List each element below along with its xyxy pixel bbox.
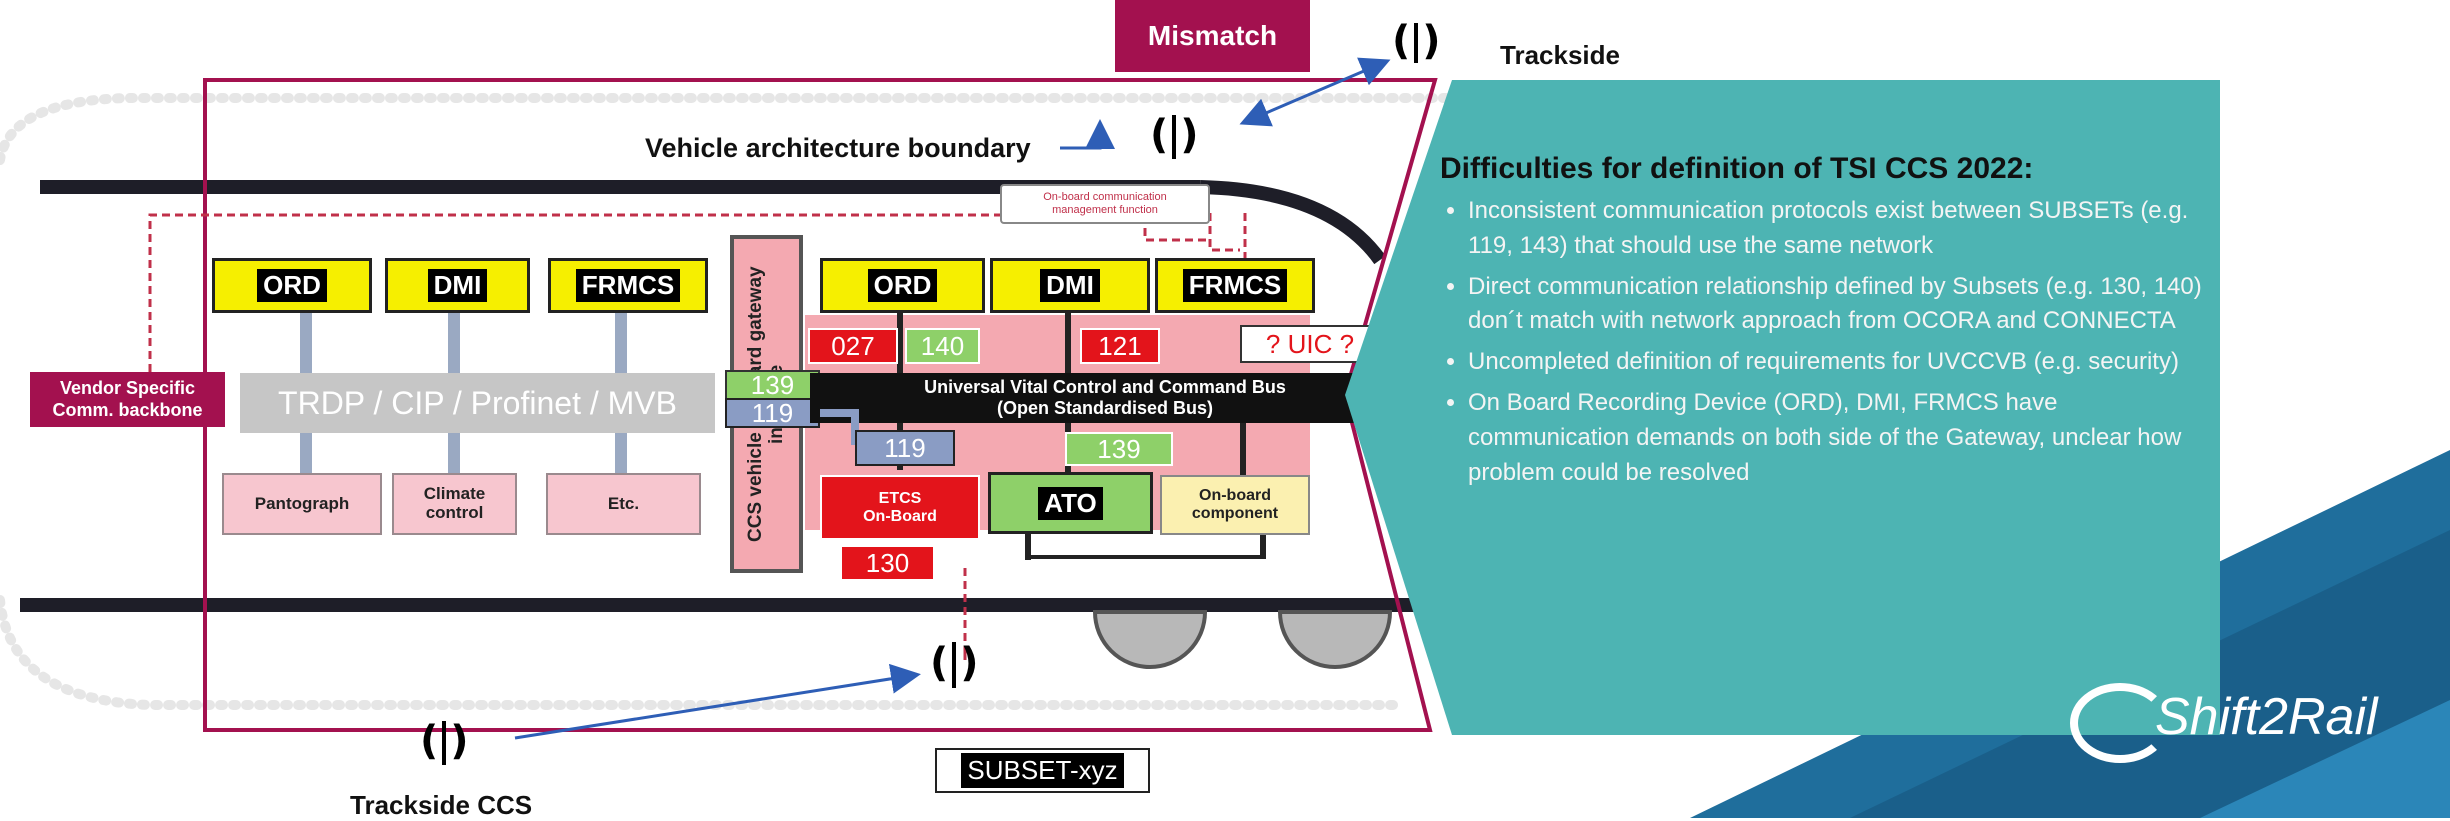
device-etc: Etc.: [546, 473, 701, 535]
subset-121: 121: [1080, 328, 1160, 364]
subset-130: 130: [840, 545, 935, 581]
connector: [300, 430, 312, 480]
subset-121-label: 121: [1098, 330, 1142, 361]
device-climate: Climate control: [392, 473, 517, 535]
antenna-trackside-icon: (): [1392, 18, 1441, 64]
logo-ring: [2070, 683, 2170, 763]
logo-text: Shift2Rail: [2155, 688, 2378, 746]
ato-label: ATO: [1038, 486, 1103, 520]
right-unit-frmcs-label: FRMCS: [1182, 269, 1288, 302]
connector: [300, 308, 312, 383]
subset-139-lower: 139: [1065, 432, 1173, 466]
subset-uic-label: ? UIC ?: [1265, 328, 1355, 359]
etcs-line1: ETCS: [878, 489, 922, 507]
onboard-comm-label: On-board communication management functi…: [1043, 190, 1167, 216]
antenna-trackside-ccs-icon: (): [420, 718, 469, 765]
subset-uic: ? UIC ?: [1240, 325, 1380, 363]
left-unit-frmcs-label: FRMCS: [575, 269, 681, 302]
device-pantograph-label: Pantograph: [254, 493, 350, 513]
connector: [448, 430, 460, 480]
connector: [1025, 530, 1031, 560]
connector: [1260, 530, 1266, 559]
trackside-ccs-label: Trackside CCS: [350, 790, 533, 820]
onboard-comm-box: On-board communication management functi…: [1000, 184, 1210, 224]
connector: [615, 430, 627, 480]
antenna-lower-icon: (): [930, 640, 979, 688]
subset-139-lower-label: 139: [1097, 433, 1141, 464]
device-etc-label: Etc.: [607, 493, 640, 513]
subset-119-lower: 119: [855, 430, 955, 466]
connector: [448, 308, 460, 383]
subset-119-lower-label: 119: [884, 432, 926, 463]
difficulty-item: On Board Recording Device (ORD), DMI, FR…: [1468, 386, 2215, 490]
ato-box: ATO: [988, 472, 1153, 534]
etcs-onboard: ETCS On-Board: [820, 475, 980, 540]
subset-027-label: 027: [831, 330, 875, 361]
right-unit-dmi-label: DMI: [1040, 269, 1100, 302]
difficulties-panel: Difficulties for definition of TSI CCS 2…: [1440, 152, 2215, 632]
vendor-backbone-label: Vendor Specific Comm. backbone: [52, 377, 203, 420]
shift2rail-logo: Shift2Rail: [2070, 665, 2440, 775]
difficulties-list: Inconsistent communication protocols exi…: [1440, 194, 2215, 490]
right-unit-ord: ORD: [820, 258, 985, 313]
subset-140: 140: [905, 328, 980, 364]
difficulty-item: Inconsistent communication protocols exi…: [1468, 194, 2215, 264]
uvccb-bus: Universal Vital Control and Command Bus …: [810, 373, 1400, 423]
bus-protocols-label: TRDP / CIP / Profinet / MVB: [278, 384, 677, 421]
subset-027: 027: [808, 328, 898, 364]
difficulties-title: Difficulties for definition of TSI CCS 2…: [1440, 152, 2034, 185]
device-pantograph: Pantograph: [222, 473, 382, 535]
connector: [615, 308, 627, 383]
subset-119-gateway-label: 119: [751, 397, 794, 428]
etcs-line2: On-Board: [863, 507, 937, 525]
trackside-label: Trackside: [1500, 40, 1620, 70]
left-unit-ord: ORD: [212, 258, 372, 313]
subset-119-gateway: 119: [725, 398, 820, 428]
right-unit-frmcs: FRMCS: [1155, 258, 1315, 313]
subset-130-label: 130: [865, 547, 910, 578]
subset-xyz-label: SUBSET-xyz: [961, 753, 1124, 788]
antenna-onboard-icon: (): [1150, 112, 1199, 159]
left-comm-bus: TRDP / CIP / Profinet / MVB: [240, 373, 715, 433]
right-unit-ord-label: ORD: [867, 269, 938, 302]
onboard-component: On-board component: [1160, 475, 1310, 535]
left-unit-dmi: DMI: [385, 258, 530, 313]
left-unit-dmi-label: DMI: [427, 269, 488, 302]
difficulty-item: Direct communication relationship define…: [1468, 270, 2215, 340]
mismatch-label: Mismatch: [1147, 20, 1278, 51]
uvccb-line2: (Open Standardised Bus): [996, 398, 1214, 418]
connector: [1025, 555, 1265, 559]
right-unit-dmi: DMI: [990, 258, 1150, 313]
difficulty-item: Uncompleted definition of requirements f…: [1468, 345, 2215, 380]
left-unit-frmcs: FRMCS: [548, 258, 708, 313]
left-unit-ord-label: ORD: [257, 269, 327, 302]
device-climate-label: Climate control: [423, 484, 486, 522]
vehicle-boundary-label: Vehicle architecture boundary: [645, 133, 1031, 163]
connector: [1065, 313, 1071, 373]
subset-139-gateway-label: 139: [750, 369, 795, 400]
subset-xyz-box: SUBSET-xyz: [935, 748, 1150, 793]
uvccb-line1: Universal Vital Control and Command Bus: [924, 377, 1286, 397]
connector: [897, 313, 903, 373]
connector: [1240, 420, 1246, 475]
vendor-backbone-box: Vendor Specific Comm. backbone: [30, 372, 225, 427]
onboard-component-label: On-board component: [1191, 487, 1279, 522]
subset-140-label: 140: [920, 330, 965, 361]
